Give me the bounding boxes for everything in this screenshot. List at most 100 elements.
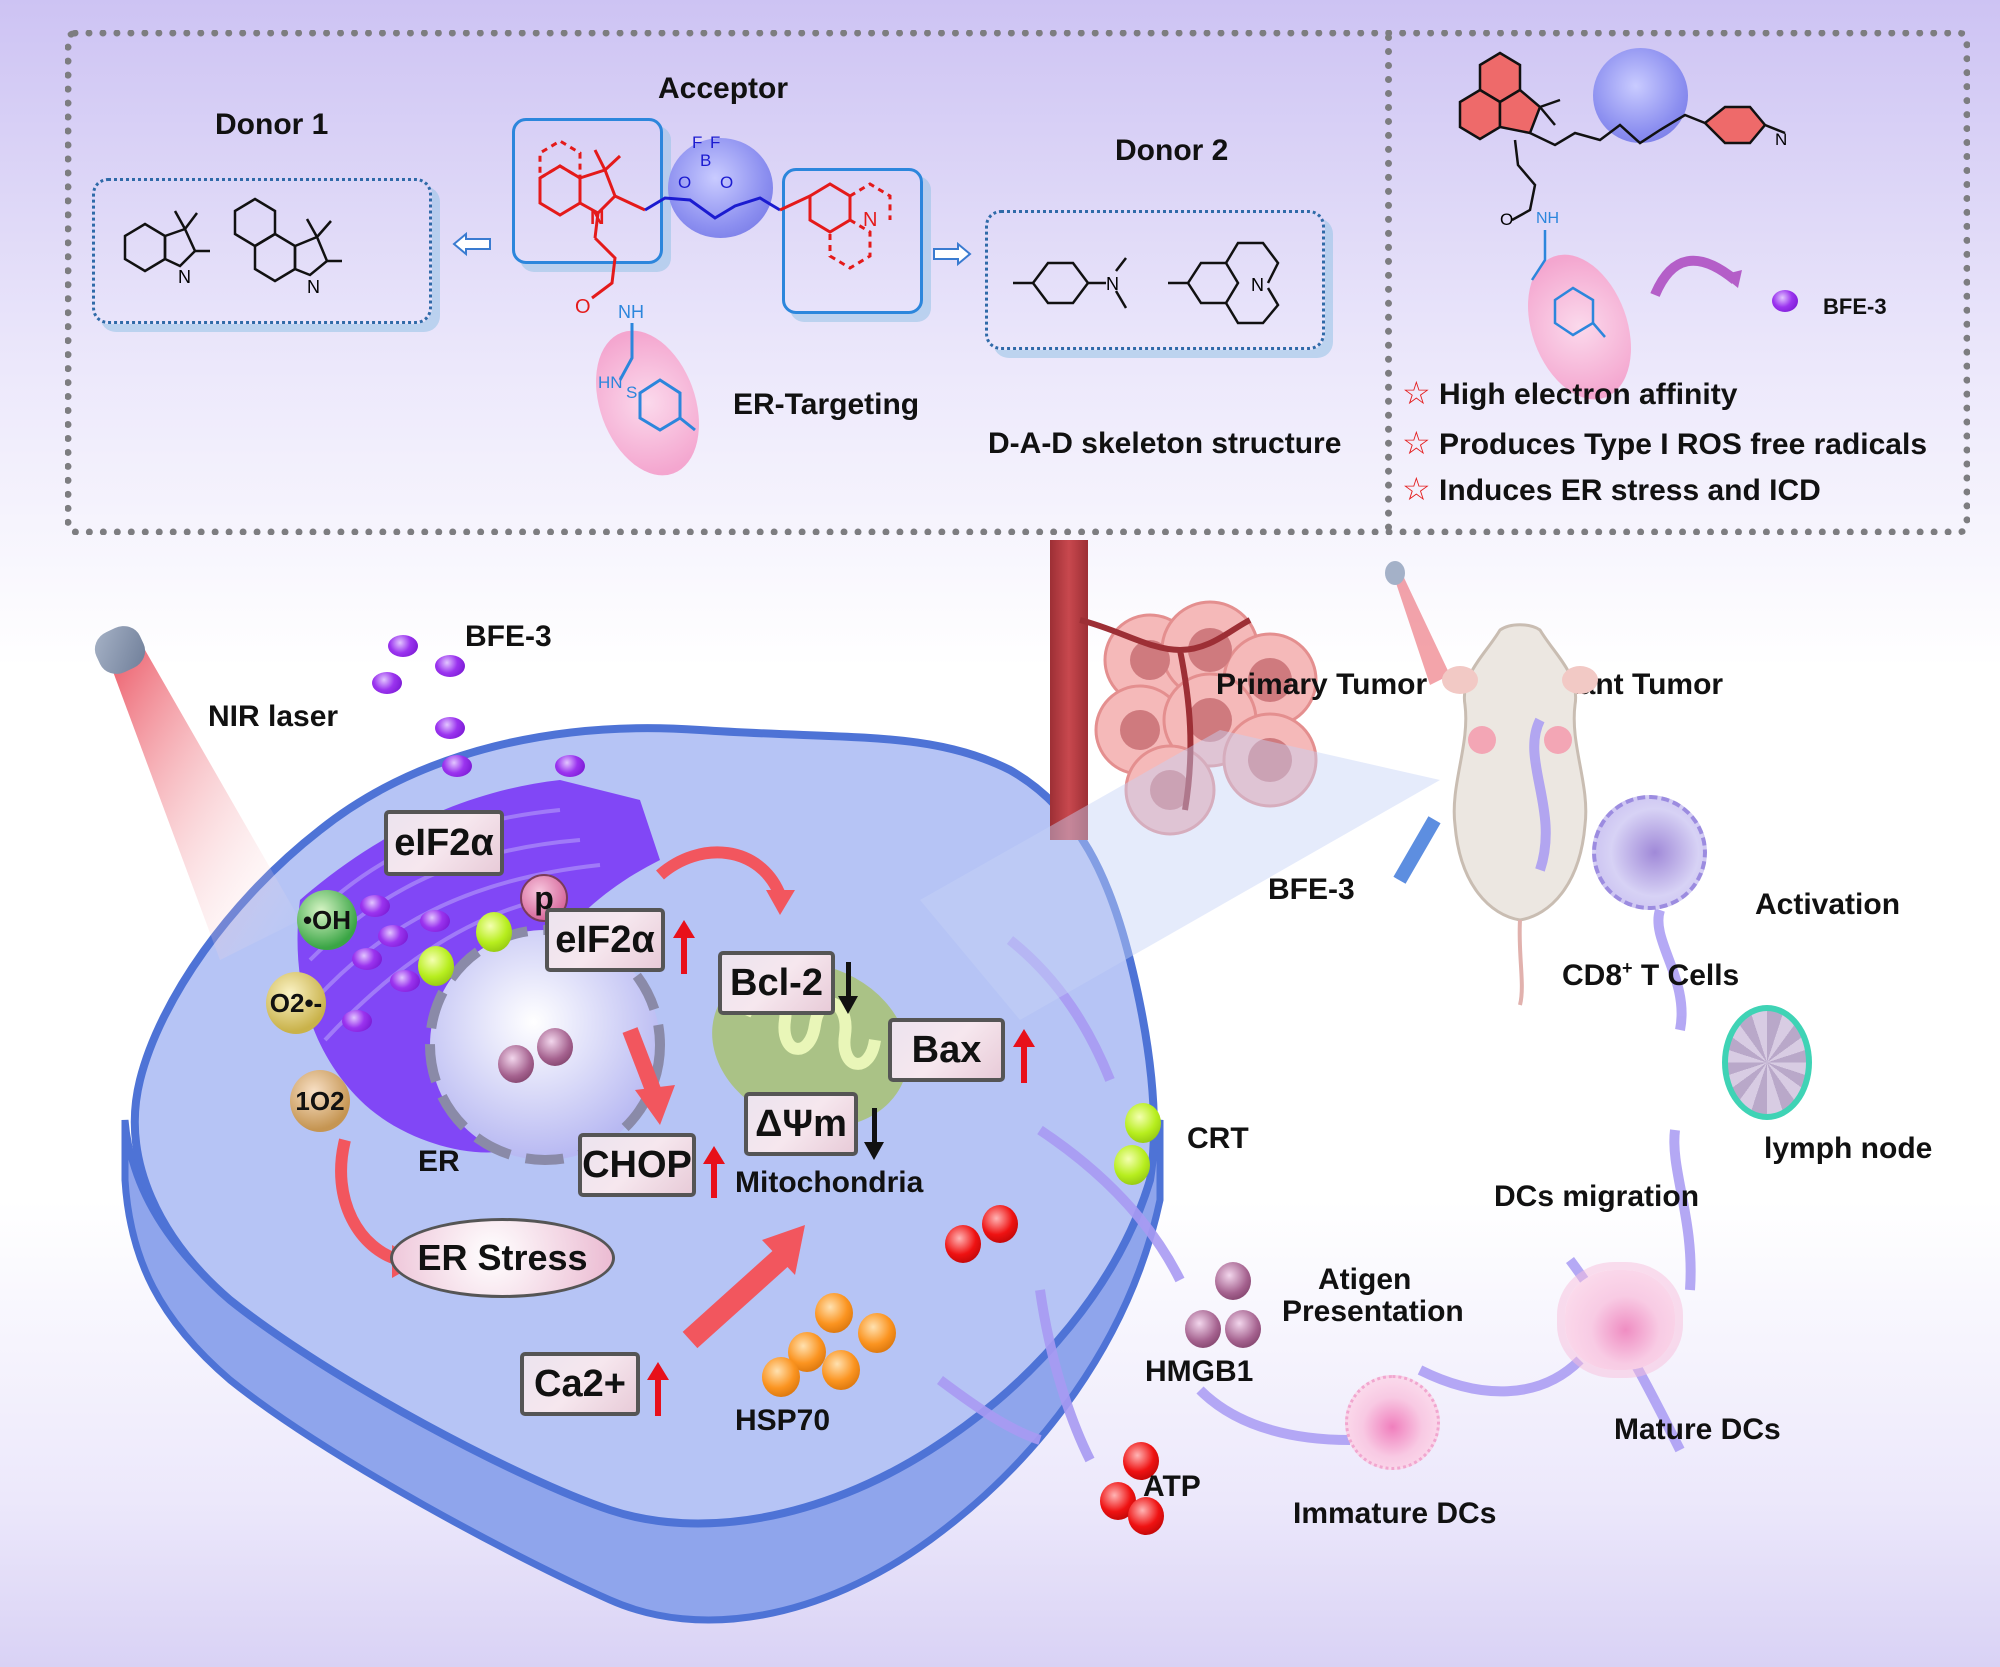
donor1-title: Donor 1 [215, 108, 329, 141]
arrow-to-mature [1417, 1356, 1584, 1397]
mature-dcs-label: Mature DCs [1614, 1413, 1781, 1446]
bfe3-particle [390, 970, 420, 992]
superoxide-badge: O2•- [266, 972, 326, 1034]
primary-tumor-label: Primary Tumor [1216, 668, 1428, 701]
crt-particle [476, 912, 512, 952]
syringe-icon [1393, 816, 1441, 884]
bfe3-acceptor-core [1593, 48, 1688, 143]
julolidine-structure [1168, 241, 1280, 325]
nir-laser-beam [105, 650, 300, 960]
feature-item: ☆ High electron affinity [1402, 375, 1738, 411]
b-atom: B [700, 151, 711, 170]
hsp70-particle [762, 1357, 800, 1397]
skeleton-structure-label: D-A-D skeleton structure [988, 427, 1342, 460]
donor2-structures: N N [1013, 241, 1280, 325]
bfe3-particle [378, 925, 408, 947]
polyene-chain [1511, 113, 1706, 222]
bfe3-particle [360, 895, 390, 917]
donor1-highlight-box [512, 118, 663, 264]
nir-laser-label: NIR laser [208, 700, 339, 733]
primary-tumor-cluster [1079, 600, 1318, 836]
immature-dc-icon [1345, 1375, 1440, 1470]
feature-item: ☆ Produces Type I ROS free radicals [1402, 425, 1927, 461]
chemistry-panel-border [65, 30, 1970, 535]
n-atom: N [178, 267, 191, 287]
crt-particle [418, 946, 454, 986]
arrow-to-lymph-node [1669, 1129, 1696, 1291]
right-hollow-arrow [933, 241, 972, 267]
hmgb1-particle [1225, 1310, 1261, 1348]
hsp70-particle [822, 1350, 860, 1390]
arrow-to-immature [1196, 1386, 1351, 1445]
n-atom: N [1251, 275, 1264, 295]
lymph-node-label: lymph node [1764, 1132, 1933, 1165]
n-atom: N [863, 209, 877, 231]
cd8-label: CD8+ T Cells [1562, 958, 1740, 992]
mitochondria-label: Mitochondria [735, 1166, 924, 1199]
bfe3-structure: N O NH [1458, 51, 1787, 338]
n-atom: N [1106, 274, 1119, 294]
f-atom: F [710, 133, 720, 152]
hsp70-particle [858, 1313, 896, 1353]
eif2a-phospho-protein-box: eIF2α [545, 908, 665, 972]
magnification-wedge [920, 730, 1440, 1020]
bfe3-particle [435, 717, 465, 739]
membrane-potential-box: ΔΨm [744, 1092, 858, 1156]
nh-atom: NH [618, 302, 644, 322]
o-atom: O [575, 296, 591, 318]
er-stress-ellipse: ER Stress [390, 1218, 615, 1298]
bfe3-nanoparticle-icon [1772, 290, 1798, 312]
red-arrow-to-er-stress [335, 1138, 402, 1266]
calcium-box: Ca2+ [520, 1352, 640, 1416]
tosyl-ring [1530, 230, 1606, 338]
arrow-activation [1653, 908, 1687, 1031]
immune-flow-arrows [1196, 717, 1696, 1453]
n-atom: N [1775, 130, 1787, 149]
er-targeting-label: ER-Targeting [733, 388, 920, 421]
donor2-box: N N [985, 210, 1325, 350]
donor1-structures: N N [123, 197, 342, 297]
n-atom: N [307, 277, 320, 297]
star-outline-icon: ☆ [1402, 471, 1431, 507]
f-atom: F [692, 133, 702, 152]
donor2-title: Donor 2 [1115, 134, 1229, 167]
n-atom: N [590, 207, 604, 229]
bax-protein-box: Bax [888, 1018, 1005, 1082]
hmgb1-particle [1185, 1310, 1221, 1348]
star-outline-icon: ☆ [1402, 375, 1431, 411]
chop-up-arrow-icon [703, 1146, 725, 1198]
left-hollow-arrow [452, 231, 491, 257]
bfe3-particle [342, 1010, 372, 1032]
bf2-acceptor-core [668, 138, 773, 238]
bfe3-particle [420, 910, 450, 932]
antigen-label-line2: Presentation [1282, 1295, 1464, 1328]
hsp70-label: HSP70 [735, 1404, 831, 1437]
bfe3-injection-label: BFE-3 [1268, 873, 1355, 906]
bfe3-particle [388, 635, 418, 657]
indole-fragment [538, 139, 646, 300]
atp-particle [945, 1225, 981, 1263]
o-atom: O [1500, 210, 1513, 229]
bcl2-protein-box: Bcl-2 [718, 951, 835, 1015]
hn-atom: HN [598, 373, 623, 392]
julolidine-fragment [779, 182, 892, 270]
acceptor-structure: N O NH F F B O O N HN S [538, 133, 892, 432]
atp-released-particle [1128, 1497, 1164, 1535]
calcium-up-arrow-icon [647, 1362, 669, 1416]
indolenine-structure [123, 210, 210, 273]
activation-label: Activation [1755, 888, 1901, 921]
small-laser-emitter-icon [1385, 561, 1405, 585]
er-label: ER [418, 1145, 460, 1178]
feature-item: ☆ Induces ER stress and ICD [1402, 471, 1821, 507]
s-atom: S [626, 383, 637, 402]
bfe3-particle [555, 755, 585, 777]
red-arrow-to-bcl2 [656, 846, 786, 898]
release-arrows [937, 936, 1185, 1463]
o-atom: O [678, 173, 691, 192]
hsp70-particle [815, 1293, 853, 1333]
red-arrow-ca-to-mito [682, 1241, 798, 1349]
cd8-t-cell-icon [1592, 795, 1707, 910]
tosyl-group [618, 323, 696, 432]
hmgb1-particle [1215, 1262, 1251, 1300]
red-arrow-to-chop [622, 1027, 663, 1098]
